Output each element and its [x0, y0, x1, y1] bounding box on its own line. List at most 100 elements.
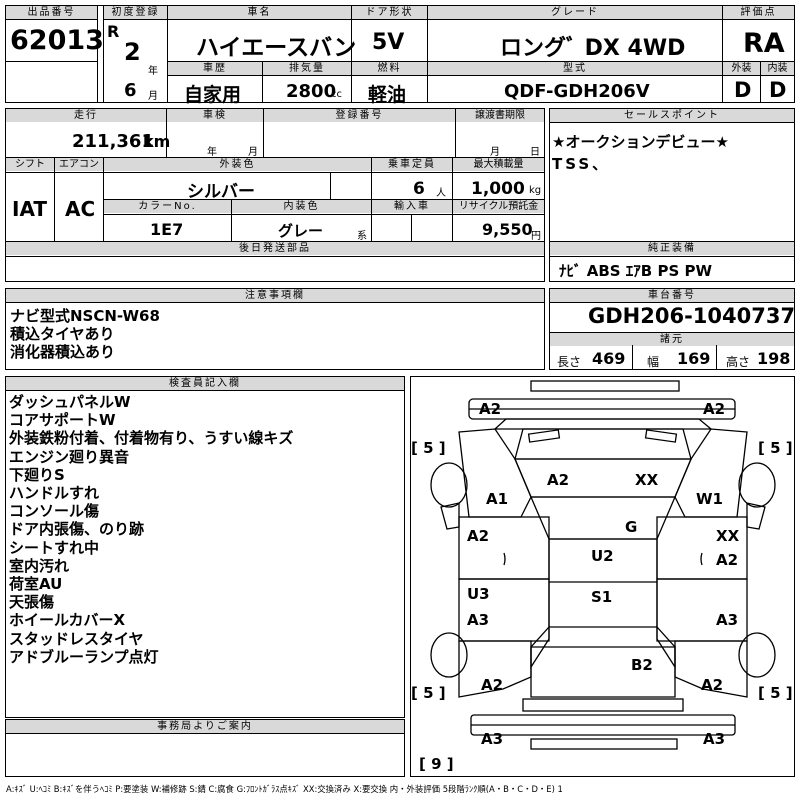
damage-fender-right: W1 [696, 490, 723, 508]
tire-front-left: [ 5 ] [411, 439, 446, 457]
damage-door-fr-1: XX [716, 527, 740, 545]
door-type: 5V [372, 30, 405, 55]
damage-rear-right: A2 [701, 676, 724, 694]
tire-rear-left: [ 5 ] [411, 684, 446, 702]
inspector-line: スタッドレスタイヤ [9, 629, 144, 648]
reg-year: 2 [124, 38, 141, 66]
inspector-section [5, 376, 405, 718]
fuel-label: 燃料 [352, 62, 427, 76]
inspector-line: エンジン廻り異音 [9, 447, 130, 466]
inspector-label: 検査員記入欄 [6, 377, 404, 391]
spec-label: 諸元 [550, 333, 794, 346]
inspector-line: 天張傷 [9, 593, 55, 612]
tire-front-right: [ 5 ] [758, 439, 793, 457]
inspector-line: ホイールカバーX [9, 611, 126, 630]
length-label: 長さ [557, 355, 582, 369]
recycle-label: リサイクル預託金 [453, 200, 544, 213]
inspector-line: コンソール傷 [9, 502, 100, 521]
car-outline [430, 380, 776, 750]
interior-label: 内装 [761, 62, 794, 76]
sales-line-2: TSS、 [552, 155, 611, 173]
later-parts-label: 後日発送部品 [6, 242, 544, 255]
equipment-label: 純正装備 [550, 242, 794, 255]
header-section [5, 5, 795, 103]
chassis-number: GDH206-1040737 [588, 304, 796, 328]
damage-roof-rear: S1 [591, 588, 613, 606]
inspector-line: 室内汚れ [9, 556, 70, 575]
shift-label: シフト [6, 158, 54, 171]
damage-windshield: G [625, 518, 638, 536]
load-unit: kg [529, 185, 542, 196]
tire-front-left-value: 5 [423, 439, 434, 457]
notes-line: ナビ型式NSCN-W68 [10, 307, 160, 325]
office-section [5, 719, 405, 777]
damage-roof-front: U2 [591, 547, 614, 565]
inspector-line: ドア内張傷、のり跡 [9, 520, 145, 539]
tire-rear-right: [ 5 ] [758, 684, 793, 702]
interior-score: D [769, 78, 787, 102]
damage-front-right: A2 [703, 400, 726, 418]
tire-spare-value: 9 [431, 755, 442, 773]
type-label: 型式 [428, 62, 722, 76]
transfer-day-unit: 日 [530, 147, 540, 158]
displacement-value: 2800 [286, 81, 337, 102]
chassis-label: 車台番号 [550, 289, 794, 303]
first-reg-label: 初度登録 [104, 6, 167, 20]
notes-line: 積込タイヤあり [10, 325, 115, 343]
legend: A:ｷｽﾞ U:ﾍｺﾐ B:ｷｽﾞを伴うﾍｺﾐ P:要塗装 W:補修跡 S:錆 … [6, 784, 563, 794]
reg-month: 6 [124, 80, 137, 101]
height-value: 198 [757, 349, 791, 368]
capacity-value: 6 [413, 179, 425, 199]
color-value: シルバー [187, 182, 255, 202]
length-value: 469 [592, 349, 626, 368]
displacement-unit: cc [331, 89, 342, 100]
damage-bumper-left: A3 [481, 730, 504, 748]
damage-door-rr: A3 [716, 611, 739, 629]
mileage-value: 211,361 [72, 131, 154, 152]
tire-front-right-value: 5 [770, 439, 781, 457]
inspector-line: シートすれ中 [9, 538, 100, 557]
load-label: 最大積載量 [453, 158, 544, 171]
grade-value: ロングﾞ DX 4WD [500, 36, 686, 61]
tire-rear-right-value: 5 [770, 684, 781, 702]
damage-door-rl-1: U3 [467, 585, 490, 603]
tire-spare: [ 9 ] [419, 755, 454, 773]
damage-rear-left: A2 [481, 676, 504, 694]
tire-rear-left-value: 5 [423, 684, 434, 702]
sales-line-1: ★オークションデビュー★ [552, 133, 729, 151]
notes-section [5, 288, 545, 370]
colorno-value: 1E7 [150, 220, 184, 239]
intcolor-value: グレー [278, 222, 324, 240]
capacity-unit: 人 [436, 188, 446, 199]
damage-hood-left: A2 [547, 471, 570, 489]
inspector-line: コアサポートW [9, 411, 116, 430]
year-unit: 年 [148, 66, 158, 77]
score-label: 評価点 [723, 6, 794, 20]
inspector-line: ハンドルすれ [9, 484, 100, 503]
history-label: 車歴 [168, 62, 262, 76]
regno-label: 登録番号 [264, 109, 455, 122]
damage-back-door: B2 [631, 656, 653, 674]
era: R [107, 22, 120, 41]
damage-diagram [410, 376, 795, 777]
displacement-label: 排気量 [263, 62, 351, 76]
ac-value: AC [65, 197, 96, 221]
transfer-month-unit: 月 [490, 147, 500, 158]
inspector-notes: ダッシュパネルW コアサポートW 外装鉄粉付着、付着物有り、うすい線キズ エンジ… [9, 393, 293, 666]
colorno-label: カラーNo. [104, 200, 231, 213]
notes-list: ナビ型式NSCN-W68 積込タイヤあり 消化器積込あり [10, 307, 160, 361]
sales-point-label: セールスポイント [550, 109, 794, 123]
load-value: 1,000 [471, 179, 525, 199]
capacity-label: 乗車定員 [372, 158, 452, 171]
recycle-value: 9,550 [482, 220, 533, 239]
inspector-line: ダッシュパネルW [9, 393, 131, 411]
notes-label: 注意事項欄 [6, 289, 544, 303]
damage-hood-right: XX [635, 471, 659, 489]
intcolor-label: 内装色 [232, 200, 371, 213]
grade-label: グレード [428, 6, 722, 20]
transfer-label: 譲渡書期限 [456, 109, 544, 122]
inspection-label: 車検 [167, 109, 263, 122]
damage-front-left: A2 [479, 400, 502, 418]
inspection-month-unit: 月 [248, 147, 258, 158]
inspector-line: 荷室AU [9, 575, 63, 594]
